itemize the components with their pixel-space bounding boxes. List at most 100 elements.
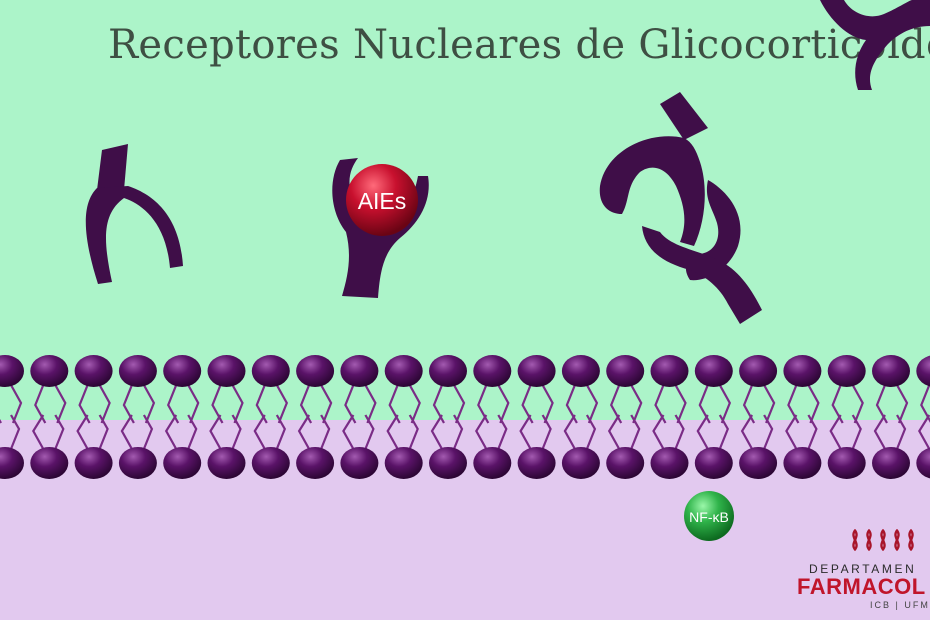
lipid-tail — [497, 384, 510, 424]
logo-department-text: DEPARTAMEN — [809, 562, 917, 576]
lipid-head — [650, 355, 689, 387]
lipid-head — [296, 355, 335, 387]
dna-helix-icon — [852, 529, 914, 551]
lipid-tail — [187, 384, 200, 424]
nfkb-label: NF-κB — [689, 509, 729, 525]
lipid-tail — [521, 384, 534, 424]
lipid-tails — [0, 384, 930, 450]
lipid-tail — [32, 414, 45, 450]
lipid-tail — [851, 414, 862, 450]
lipid-tail — [408, 384, 421, 424]
lipid-tail — [388, 384, 401, 424]
lipid-tail — [851, 384, 864, 424]
lipid-tail — [742, 384, 756, 424]
lipid-head — [429, 447, 467, 479]
lipid-tail — [630, 414, 641, 450]
lipid-head — [74, 447, 113, 479]
lipid-tail — [231, 384, 244, 424]
lipid-tail — [166, 384, 180, 424]
lipid-tail — [10, 384, 23, 424]
lipid-tail — [674, 414, 685, 450]
intracellular-space — [0, 420, 930, 620]
lipid-head — [30, 447, 69, 479]
lipid-tail — [918, 414, 930, 450]
lipid-tail — [831, 384, 844, 424]
lipid-tail — [342, 414, 355, 450]
lipid-tail — [120, 414, 133, 450]
lipid-tail — [54, 414, 65, 450]
lipid-head — [916, 447, 930, 479]
lipid-tail — [386, 414, 399, 450]
aies-molecule: AIEs — [346, 164, 418, 236]
lipid-tail — [275, 414, 287, 450]
lipid-tail — [187, 414, 198, 450]
lipid-tail — [275, 384, 289, 424]
lipid-head — [473, 355, 512, 387]
lipid-head — [251, 355, 290, 387]
lipid-head — [783, 447, 822, 479]
lipid-tail — [763, 384, 776, 424]
lipid-head — [118, 355, 157, 387]
lipid-tail — [78, 384, 91, 424]
lipid-tail — [34, 384, 47, 424]
lipid-tail — [364, 414, 375, 450]
lipid-tail — [9, 414, 21, 450]
lipid-tail — [698, 384, 711, 424]
lipid-tail — [807, 384, 820, 424]
lipid-head — [0, 355, 24, 387]
lipid-tail — [652, 414, 665, 450]
lipid-tail — [98, 414, 109, 450]
lipid-head — [163, 355, 202, 387]
lipid-tail — [452, 414, 464, 450]
lipid-head — [30, 355, 69, 387]
lipid-heads — [0, 355, 930, 479]
lipid-tail — [255, 384, 268, 424]
lipid-tail — [430, 414, 443, 450]
lipid-tail — [164, 414, 178, 450]
lipid-tail — [787, 384, 800, 424]
lipid-head — [827, 355, 866, 387]
lipid-tail — [696, 414, 709, 450]
lipid-tail — [209, 414, 222, 450]
lipid-tail — [785, 414, 798, 450]
lipid-head — [473, 447, 512, 479]
glucocorticoid-receptor-upper — [599, 92, 708, 246]
lipid-tail — [453, 384, 466, 424]
lipid-tail — [718, 414, 730, 450]
lipid-head — [650, 447, 689, 479]
lipid-tail — [497, 414, 508, 450]
lipid-tail — [477, 384, 490, 424]
lipid-head — [384, 447, 423, 479]
lipid-tail — [875, 384, 888, 424]
lipid-tail — [541, 384, 554, 424]
lipid-tail — [519, 414, 532, 450]
lipid-tail — [320, 414, 331, 450]
lipid-tail — [253, 414, 266, 450]
lipid-tail — [654, 384, 667, 424]
lipid-tail — [896, 384, 909, 424]
lipid-tail — [740, 414, 754, 450]
lipid-tail — [432, 384, 445, 424]
lipid-tail — [674, 384, 687, 424]
lipid-head — [340, 355, 379, 387]
aies-label: AIEs — [358, 188, 407, 214]
lipid-head — [827, 447, 866, 479]
glucocorticoid-receptor-lower — [642, 180, 762, 324]
lipid-tail — [76, 414, 89, 450]
slide-title: Receptores Nucleares de Glicocorticoides — [108, 22, 930, 68]
lipid-tail — [807, 414, 818, 450]
lipid-tail — [231, 414, 242, 450]
lipid-tail — [563, 414, 576, 450]
lipid-head — [163, 447, 202, 479]
lipid-tail — [718, 384, 732, 424]
lipid-head — [517, 447, 556, 479]
lipid-head — [783, 355, 822, 387]
lipid-tail — [211, 384, 224, 424]
lipid-head — [606, 355, 645, 387]
lipid-tail — [0, 385, 2, 424]
lipid-tail — [585, 414, 597, 450]
lipid-tail — [408, 414, 419, 450]
lipid-tail — [895, 414, 907, 450]
